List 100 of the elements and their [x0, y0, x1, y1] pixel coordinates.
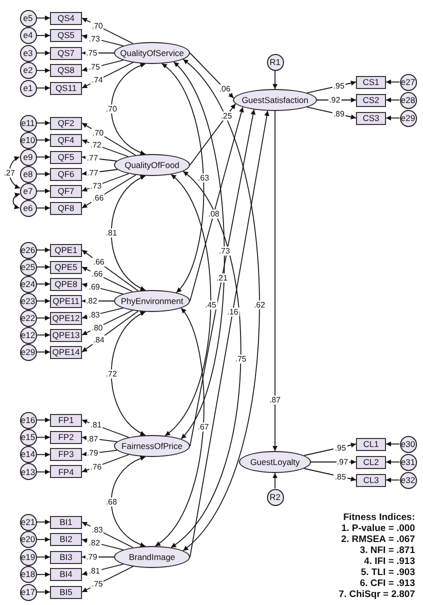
indicator-box: QPE1	[50, 244, 82, 256]
error-circle: e30	[400, 436, 416, 452]
edge-label: .82	[88, 538, 101, 548]
arrow	[36, 418, 50, 422]
edge-label: .95	[334, 443, 347, 452]
edge-label: .66	[92, 258, 106, 267]
indicator-box: QF6	[50, 168, 82, 180]
indicator-box: CS2	[356, 94, 386, 106]
arrow	[36, 50, 50, 56]
edge-label: .16	[226, 307, 240, 316]
latent-ellipse: QualityOfService	[114, 42, 190, 64]
arrow	[272, 70, 278, 90]
indicator-box: QS11	[50, 82, 82, 94]
arrow	[36, 68, 50, 73]
arrow	[82, 266, 133, 292]
edge-label: .45	[204, 300, 218, 310]
indicator-box: QF8	[50, 202, 82, 214]
indicator-box: QF7	[50, 184, 82, 198]
residual-circle: R1	[266, 54, 284, 70]
edge-label: .69	[88, 282, 101, 292]
edge-label: .79	[85, 552, 98, 562]
error-circle: e8	[20, 166, 36, 182]
edge-label: .77	[86, 168, 100, 178]
error-circle: e29	[400, 110, 416, 126]
error-circle: e27	[400, 74, 416, 90]
arrow	[272, 110, 278, 452]
fit-index-text: 6. CFI = .913	[358, 578, 415, 589]
arrow	[36, 33, 50, 38]
arrow	[304, 442, 356, 456]
arrow	[82, 155, 118, 162]
edge-label: .70	[90, 21, 104, 30]
arrow	[386, 80, 400, 84]
indicator-box: QF2	[50, 116, 82, 130]
edge-label: .68	[104, 497, 118, 506]
error-circle: e18	[20, 566, 36, 583]
edge-label: .67	[196, 422, 210, 432]
arrow	[36, 316, 50, 320]
edge-label: .87	[268, 396, 282, 404]
error-circle: e16	[20, 412, 36, 428]
arrow	[82, 50, 114, 56]
arrow	[82, 566, 134, 592]
fit-index-text: 3. NFI = .871	[358, 545, 415, 556]
arrow	[36, 86, 50, 90]
arrow	[36, 16, 50, 20]
edge-label: .76	[89, 462, 103, 472]
latent-ellipse: PhyEnvironment	[114, 290, 190, 312]
edge-label: .06	[218, 84, 232, 94]
edge-label: .84	[92, 335, 106, 344]
latent-ellipse: GuestLoyalty	[239, 451, 311, 473]
edge-label: .75	[88, 62, 101, 72]
indicator-box: QPE14	[50, 346, 82, 358]
edge-label: .63	[196, 174, 210, 183]
error-circle: e14	[20, 446, 36, 464]
edge-label: .27	[2, 168, 16, 177]
arrow	[36, 248, 50, 252]
error-circle: e11	[20, 114, 36, 132]
double-headed-arrow	[110, 311, 146, 436]
error-circle: e1	[20, 80, 36, 96]
indicator-box: QPE12	[50, 312, 82, 324]
indicator-box: CS3	[356, 112, 386, 124]
edge-label: .72	[104, 369, 118, 378]
arrow	[82, 173, 130, 192]
error-circle: e22	[20, 310, 36, 326]
latent-ellipse: BrandImage	[114, 546, 190, 568]
arrow	[36, 172, 50, 176]
error-circle: e26	[20, 242, 36, 258]
arrow	[386, 442, 400, 446]
arrow	[36, 554, 50, 560]
arrow	[386, 116, 400, 120]
arrow	[36, 350, 50, 354]
arrow	[36, 282, 50, 286]
indicator-box: FP2	[50, 430, 82, 444]
edge-label: .87	[86, 434, 100, 444]
fit-index-text: 7. ChiSqr = 2.807	[338, 589, 415, 600]
indicator-box: FP4	[50, 465, 82, 478]
arrow	[36, 590, 50, 594]
error-circle: e31	[400, 454, 416, 470]
residual-circle: R2	[266, 488, 284, 506]
error-circle: e10	[20, 132, 36, 148]
edge-label: .89	[332, 110, 346, 119]
arrow	[82, 169, 118, 176]
fit-index-text: 1. P-value = .000	[340, 523, 415, 534]
double-headed-arrow	[110, 175, 146, 291]
error-circle: e6	[20, 200, 36, 216]
error-circle: e4	[20, 27, 36, 44]
arrow	[36, 264, 50, 270]
double-headed-arrow	[161, 63, 204, 294]
edge-label: .25	[220, 112, 233, 120]
error-circle: e5	[20, 10, 36, 26]
edge-label: .83	[90, 525, 104, 534]
arrow	[82, 62, 134, 88]
arrow	[386, 460, 400, 464]
edge-label: .83	[88, 310, 101, 320]
error-circle: e13	[20, 463, 36, 480]
arrow	[190, 52, 234, 99]
indicator-box: CS1	[356, 76, 386, 88]
indicator-box: CL2	[356, 456, 386, 468]
edge-label: .73	[88, 34, 101, 44]
arrow	[82, 34, 124, 46]
arrow	[82, 454, 130, 473]
